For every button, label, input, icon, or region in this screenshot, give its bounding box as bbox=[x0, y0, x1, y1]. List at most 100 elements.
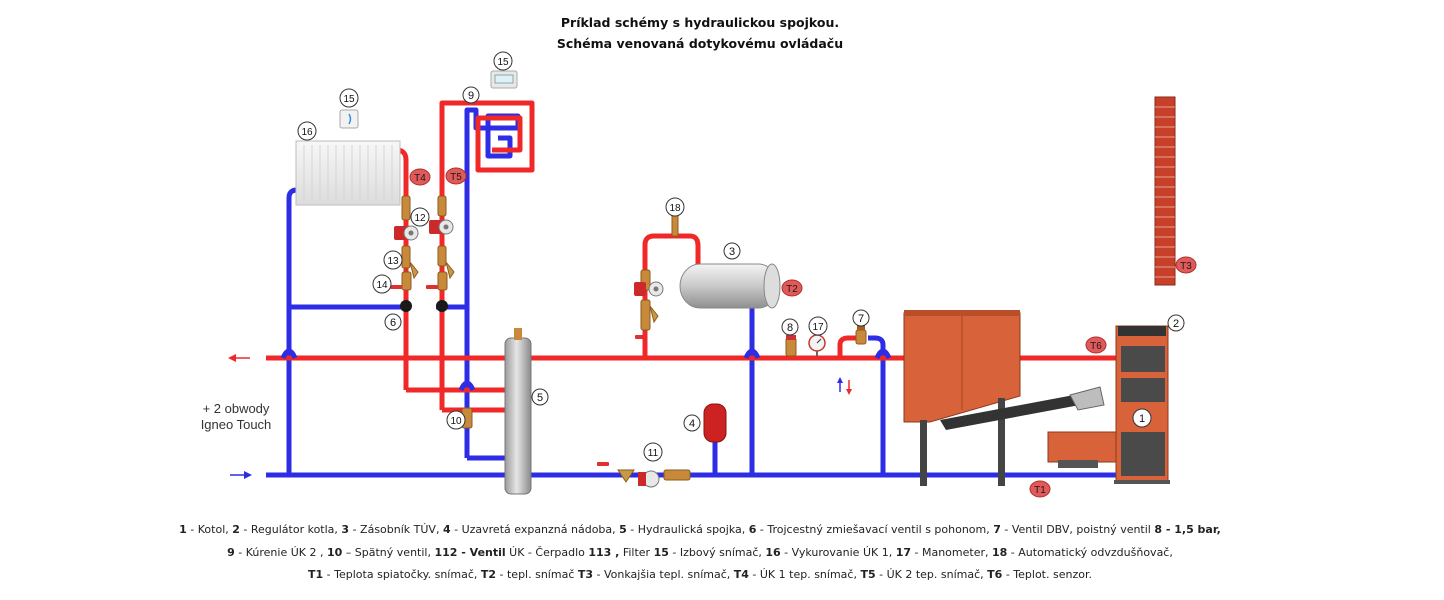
marker-18: 18 bbox=[665, 197, 685, 217]
legend-text-run: 112 - Ventil bbox=[434, 545, 506, 559]
legend-text-run: 16 bbox=[765, 545, 781, 559]
sensor-t1: T1 bbox=[1029, 480, 1051, 498]
legend-text-run: - tepl. snímač bbox=[496, 568, 578, 581]
legend-text-run: 2 bbox=[232, 523, 240, 536]
svg-text:18: 18 bbox=[669, 203, 681, 214]
sensor-t2: T2 bbox=[781, 279, 803, 297]
uk1-return-riser bbox=[286, 187, 300, 475]
legend-text-run: T2 bbox=[480, 568, 497, 581]
safety-valve bbox=[785, 335, 797, 357]
mixing-valves bbox=[400, 300, 448, 312]
legend-text-run: T5 bbox=[860, 568, 876, 581]
extra-circuits-line1: + 2 obwody bbox=[202, 401, 270, 416]
marker-15-uk1: 15 bbox=[339, 88, 359, 108]
legend-text-run: - Zásobník TÚV, bbox=[349, 523, 443, 536]
legend-text-run: - Trojcestný zmiešavací ventil s pohonom… bbox=[756, 523, 994, 536]
marker-13: 13 bbox=[383, 250, 403, 270]
legend-text-run: Filter bbox=[619, 545, 654, 559]
legend-text-run: - Teplot. senzor. bbox=[1002, 568, 1092, 581]
svg-text:14: 14 bbox=[376, 280, 388, 291]
pipe-crossings bbox=[280, 348, 892, 392]
pellet-auger bbox=[940, 386, 1105, 430]
svg-text:T6: T6 bbox=[1090, 341, 1102, 352]
svg-text:12: 12 bbox=[414, 213, 426, 224]
svg-text:10: 10 bbox=[450, 416, 462, 427]
supply-outflow-arrow bbox=[228, 354, 250, 362]
dbv-valve bbox=[855, 324, 867, 345]
legend-text-run: 1 bbox=[179, 523, 187, 536]
svg-text:15: 15 bbox=[497, 57, 509, 68]
uk-handles bbox=[390, 285, 645, 466]
legend-text-run: T1 bbox=[308, 568, 324, 581]
legend-line-2: 9 - Kúrenie ÚK 2 , 10 – Spätný ventil, 1… bbox=[0, 542, 1400, 565]
manometer bbox=[808, 334, 826, 356]
return-pump bbox=[638, 469, 691, 488]
sensor-t4: T4 bbox=[409, 168, 431, 186]
legend-text-run: - ÚK 2 tep. snímač, bbox=[875, 568, 988, 581]
room-sensor-uk2 bbox=[490, 70, 518, 89]
svg-text:4: 4 bbox=[689, 418, 695, 430]
boiler bbox=[1114, 325, 1170, 484]
svg-text:1: 1 bbox=[1139, 413, 1145, 425]
svg-text:3: 3 bbox=[729, 246, 735, 258]
svg-text:T3: T3 bbox=[1180, 261, 1192, 272]
legend-text-run: 18 bbox=[992, 545, 1008, 559]
air-vent bbox=[671, 213, 679, 237]
legend-text-run: 4 bbox=[442, 523, 451, 536]
legend-text-run: - Uzavretá expanzná nádoba, bbox=[450, 523, 620, 536]
legend-text-run: - Izbový snímač, bbox=[668, 545, 766, 559]
marker-3: 3 bbox=[723, 242, 741, 260]
svg-text:17: 17 bbox=[812, 322, 824, 333]
chimney bbox=[1154, 96, 1176, 286]
dhw-pump bbox=[634, 281, 664, 297]
legend-text-run: T6 bbox=[987, 568, 1003, 581]
legend-text-run: T3 bbox=[577, 568, 594, 581]
dbv-flow-arrows bbox=[837, 377, 852, 395]
legend-text-run: 15 bbox=[653, 545, 669, 559]
expansion-vessel bbox=[703, 403, 727, 443]
legend-text-run: 7 bbox=[993, 523, 1001, 536]
legend-line-1: 1 - Kotol, 2 - Regulátor kotla, 3 - Záso… bbox=[0, 519, 1400, 542]
marker-7: 7 bbox=[852, 309, 870, 327]
svg-text:8: 8 bbox=[787, 322, 793, 334]
marker-1: 1 bbox=[1132, 408, 1152, 428]
legend-text-run: - Vykurovanie ÚK 1, bbox=[780, 545, 896, 559]
legend-text-run: 6 bbox=[748, 523, 757, 536]
pellet-hopper bbox=[903, 310, 1021, 486]
svg-text:6: 6 bbox=[390, 317, 396, 329]
marker-15-uk2: 15 bbox=[493, 51, 513, 71]
svg-text:T1: T1 bbox=[1034, 485, 1046, 496]
marker-2: 2 bbox=[1167, 314, 1185, 332]
marker-9: 9 bbox=[462, 86, 480, 104]
hydraulic-separator bbox=[504, 328, 532, 495]
legend: 1 - Kotol, 2 - Regulátor kotla, 3 - Záso… bbox=[0, 519, 1400, 587]
marker-5: 5 bbox=[531, 388, 549, 406]
legend-text-run: 113 , bbox=[588, 545, 620, 559]
marker-6: 6 bbox=[384, 313, 402, 331]
svg-text:5: 5 bbox=[537, 392, 543, 404]
dhw-tank bbox=[679, 263, 781, 309]
legend-text-run: 17 bbox=[895, 545, 912, 559]
svg-text:2: 2 bbox=[1173, 318, 1179, 330]
legend-text-run: - Kotol, bbox=[186, 523, 233, 536]
legend-text-run: 3 bbox=[341, 523, 350, 536]
boiler-bypass-return bbox=[868, 335, 886, 475]
marker-8: 8 bbox=[781, 318, 799, 336]
extra-circuits-line2: Igneo Touch bbox=[200, 417, 272, 432]
sensor-t5: T5 bbox=[445, 167, 467, 185]
legend-text-run: ÚK - Čerpadlo bbox=[505, 545, 589, 559]
legend-text-run: - Ventil DBV, poistný ventil bbox=[1000, 523, 1155, 536]
marker-11: 11 bbox=[643, 442, 663, 462]
legend-line-3: T1 - Teplota spiatočky. snímač, T2 - tep… bbox=[0, 564, 1400, 587]
svg-text:9: 9 bbox=[468, 90, 474, 102]
radiator bbox=[295, 140, 401, 206]
marker-14: 14 bbox=[372, 274, 392, 294]
return-inflow-arrow bbox=[230, 471, 252, 479]
svg-text:7: 7 bbox=[858, 313, 864, 325]
legend-text-run: 10 bbox=[326, 545, 343, 559]
boiler-bypass-supply bbox=[837, 335, 858, 358]
flow-arrows bbox=[228, 354, 852, 479]
legend-text-run: 9 bbox=[227, 545, 235, 559]
marker-4: 4 bbox=[683, 414, 701, 432]
